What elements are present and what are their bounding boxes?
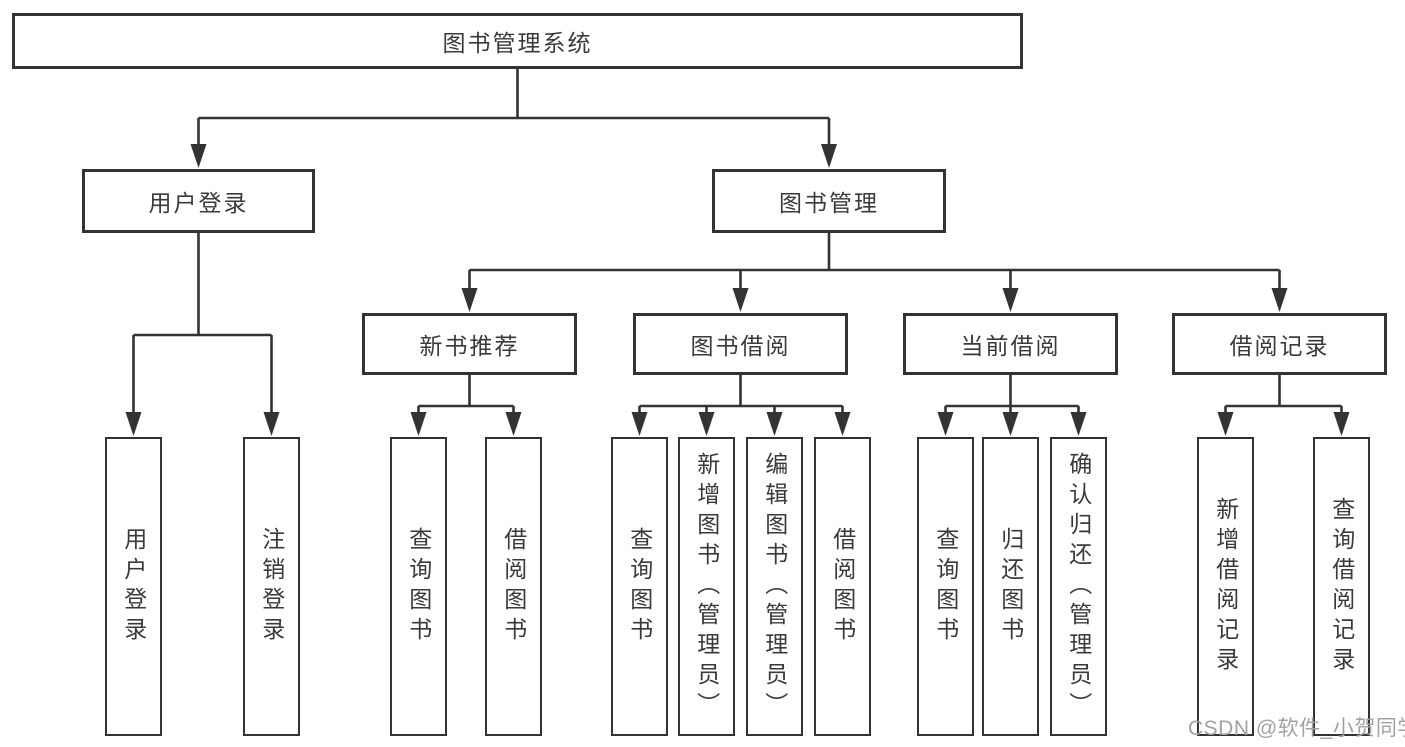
leaf-borrow-books-newbooks-label: 借阅图书 [500,526,527,647]
node-book-borrowing-label: 图书借阅 [690,333,791,359]
leaf-return-books-label: 归还图书 [997,526,1024,647]
leaf-logout-label: 注销登录 [258,526,285,647]
leaf-user-login-label: 用户登录 [120,526,147,647]
leaf-add-books-admin-label: 新增图书（管理员） [693,451,720,722]
node-root-system: 图书管理系统 [12,13,1023,69]
leaf-query-books-newbooks-label: 查询图书 [405,526,432,647]
node-book-management: 图书管理 [712,169,946,233]
leaf-logout: 注销登录 [243,437,300,736]
leaf-user-login: 用户登录 [105,437,162,736]
node-borrowing-records-label: 借阅记录 [1229,333,1330,359]
leaf-borrow-books-label: 借阅图书 [829,526,856,647]
leaf-query-books-newbooks: 查询图书 [390,437,447,736]
leaf-borrow-books: 借阅图书 [814,437,871,736]
leaf-borrow-books-newbooks: 借阅图书 [485,437,542,736]
node-book-borrowing: 图书借阅 [633,313,848,375]
node-user-login-label: 用户登录 [148,190,249,216]
node-current-borrowing: 当前借阅 [903,313,1118,375]
leaf-query-books-current: 查询图书 [917,437,974,736]
leaf-add-books-admin: 新增图书（管理员） [678,437,735,736]
arrowheads [125,144,1350,436]
leaf-query-borrow-record-label: 查询借阅记录 [1328,496,1355,677]
leaf-query-books-borrow: 查询图书 [611,437,668,736]
node-book-management-label: 图书管理 [779,190,879,216]
leaf-edit-books-admin-label: 编辑图书（管理员） [761,451,788,722]
leaf-return-books: 归还图书 [982,437,1039,736]
node-user-login: 用户登录 [82,169,315,233]
node-root-label: 图书管理系统 [442,30,593,56]
leaf-edit-books-admin: 编辑图书（管理员） [746,437,803,736]
node-current-borrowing-label: 当前借阅 [960,333,1061,359]
leaf-query-books-current-label: 查询图书 [932,526,959,647]
csdn-watermark: CSDN @软件_小贺同学 [1188,717,1405,740]
node-borrowing-records: 借阅记录 [1172,313,1387,375]
leaf-confirm-return-admin-label: 确认归还（管理员） [1065,451,1092,722]
node-new-book-recommend-label: 新书推荐 [419,333,520,359]
node-new-book-recommend: 新书推荐 [362,313,577,375]
leaf-add-borrow-record: 新增借阅记录 [1197,437,1254,736]
leaf-add-borrow-record-label: 新增借阅记录 [1212,496,1239,677]
leaf-confirm-return-admin: 确认归还（管理员） [1050,437,1107,736]
leaf-query-borrow-record: 查询借阅记录 [1313,437,1370,736]
leaf-query-books-borrow-label: 查询图书 [626,526,653,647]
